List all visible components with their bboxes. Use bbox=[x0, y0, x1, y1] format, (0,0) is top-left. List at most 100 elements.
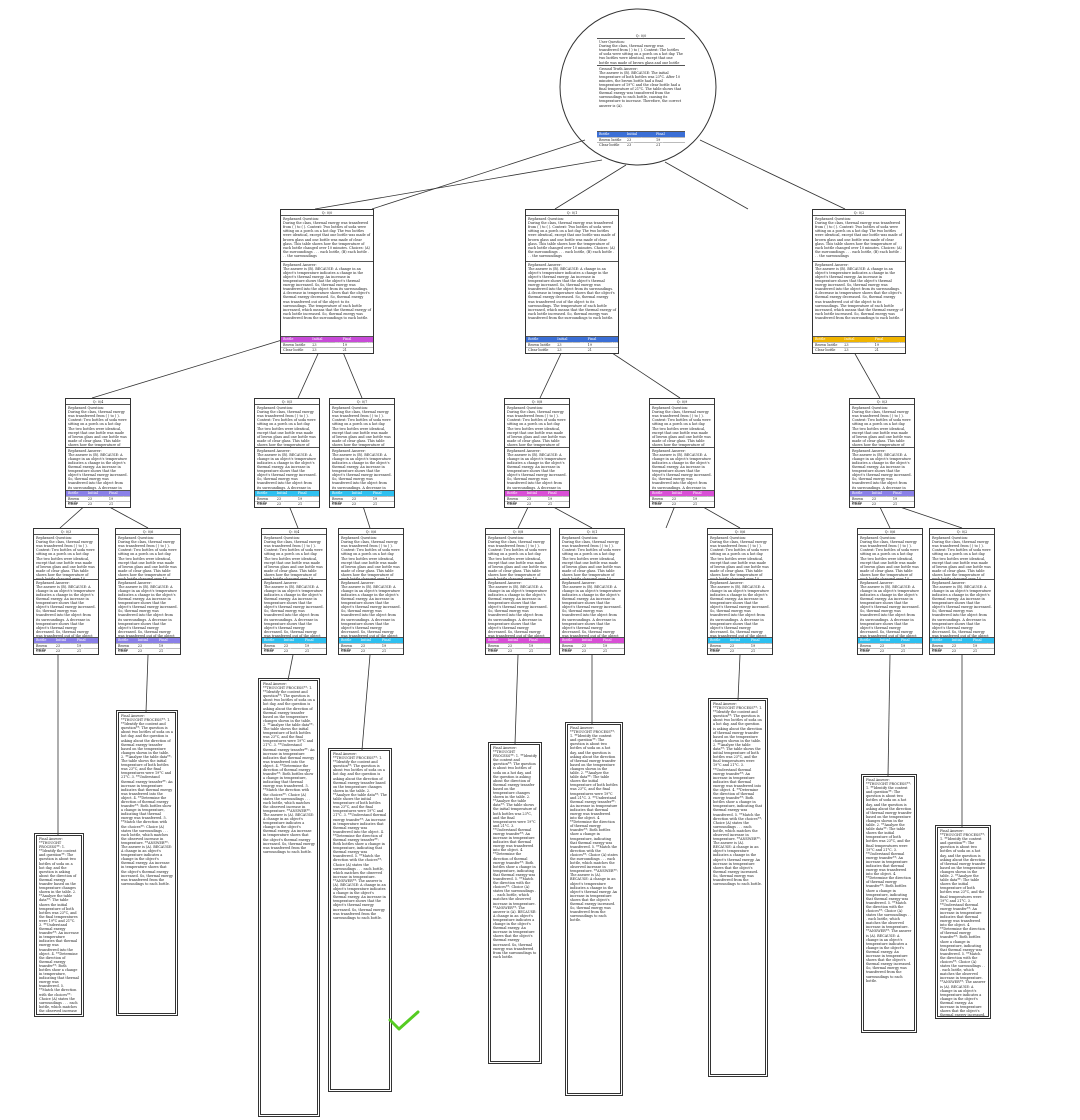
table-header-cell: Final temperature (°C) bbox=[76, 638, 99, 652]
table-row: Brown bottle 23 19 bbox=[708, 642, 772, 652]
final-answer-leaf[interactable]: Final Answer: **THOUGHT PROCESS**: 1. **… bbox=[257, 677, 321, 1118]
edge bbox=[361, 654, 371, 751]
edge bbox=[699, 139, 846, 210]
data-table: Bottle Initial temperature (°C) Final te… bbox=[858, 637, 922, 654]
table-row: Clear bottle 23 21 bbox=[505, 501, 569, 507]
table-row: Brown bottle 23 19 bbox=[813, 341, 905, 348]
table-header-cell: Final temperature (°C) bbox=[972, 638, 995, 652]
node-q-0-0[interactable]: Q: 0/0 Rephrased Question: During the cl… bbox=[280, 209, 374, 354]
table-cell: 23 bbox=[55, 643, 61, 648]
final-answer-leaf[interactable]: Final Answer: **THOUGHT PROCESS**: 1. **… bbox=[487, 741, 543, 1065]
table-cell: 19 bbox=[692, 496, 698, 501]
final-answer-leaf[interactable]: Final Answer: **THOUGHT PROCESS**: 1. **… bbox=[564, 721, 624, 1097]
table-header-cell: Initial temperature (°C) bbox=[312, 337, 342, 346]
data-table: Bottle Initial temperature (°C) Final te… bbox=[708, 637, 772, 654]
node-question: Rephrased Question: During the class, th… bbox=[850, 405, 914, 448]
table-header-cell: Bottle bbox=[264, 638, 275, 643]
final-answer-leaf[interactable]: Final Answer: **THOUGHT PROCESS**: 1. **… bbox=[707, 697, 769, 1078]
node-level3[interactable]: Q: 0/6 Rephrased Question: During the cl… bbox=[115, 528, 181, 655]
table-cell: 21 bbox=[528, 649, 534, 654]
table-cell: 21 bbox=[655, 143, 661, 148]
final-answer-leaf[interactable]: Final Answer: **THOUGHT PROCESS**: 1. **… bbox=[33, 832, 85, 1018]
node-q-0-1[interactable]: Q: 0/1 Rephrased Question: During the cl… bbox=[525, 209, 619, 354]
table-header-cell: Final temperature (°C) bbox=[900, 638, 923, 652]
final-answer-leaf[interactable]: Final Answer: **THOUGHT PROCESS**: 1. **… bbox=[860, 773, 918, 1034]
node-level3[interactable]: Q: 0/6 Rephrased Question: During the cl… bbox=[338, 528, 404, 655]
node-level3[interactable]: Q: 0/8 Rephrased Question: During the cl… bbox=[485, 528, 551, 655]
table-cell: 19 bbox=[342, 342, 347, 347]
table-row: Clear bottle 23 21 bbox=[339, 648, 403, 654]
table-cell: 23 bbox=[557, 342, 562, 347]
table-header-cell: Bottle bbox=[852, 491, 863, 496]
node-level3[interactable]: Q: 0/6 Rephrased Question: During the cl… bbox=[857, 528, 923, 655]
table-cell: 23 bbox=[526, 496, 532, 501]
node-question: Rephrased Question: During the class, th… bbox=[858, 535, 922, 580]
node-answer: Rephrased Answer: The answer is (B). BEC… bbox=[507, 448, 567, 491]
node-level3[interactable]: Q: 0/6 Rephrased Question: During the cl… bbox=[707, 528, 773, 655]
table-row: Brown bottle 23 19 bbox=[339, 642, 403, 652]
table-cell: 23 bbox=[55, 649, 61, 654]
table-cell: Clear bottle bbox=[68, 502, 78, 507]
node-q-0-7[interactable]: Q: 0/7 Rephrased Question: During the cl… bbox=[329, 398, 395, 508]
node-id: Q: 0/2 bbox=[930, 529, 994, 536]
node-q-0-5[interactable]: Q: 0/5 Rephrased Question: During the cl… bbox=[254, 398, 320, 508]
table-cell: 21 bbox=[900, 649, 906, 654]
table-row: Clear bottle 23 21 bbox=[708, 648, 772, 654]
table-cell: 19 bbox=[158, 643, 164, 648]
table-row: Clear bottle 23 21 bbox=[116, 648, 180, 654]
node-answer: Rephrased Answer: The answer is (B). BEC… bbox=[815, 262, 903, 320]
node-level3[interactable]: Q: 0/4 Rephrased Question: During the cl… bbox=[261, 528, 327, 655]
node-id: Q: 0/2 bbox=[813, 210, 905, 217]
data-table: Bottle Initial temperature (°C) Final te… bbox=[486, 637, 550, 654]
table-header-cell: Final temperature (°C) bbox=[655, 132, 678, 146]
table-header-cell: Initial temperature (°C) bbox=[507, 638, 530, 652]
node-q-0-2[interactable]: Q: 0/2 Rephrased Question: During the cl… bbox=[812, 209, 906, 354]
table-header-cell: Final temperature (°C) bbox=[892, 491, 915, 505]
node-q-0-4[interactable]: Q: 0/4 Rephrased Question: During the cl… bbox=[65, 398, 131, 508]
node-level3[interactable]: Q: 0/1 Rephrased Question: During the cl… bbox=[559, 528, 625, 655]
table-cell: Brown bottle bbox=[932, 643, 944, 653]
table-header: Bottle Initial temperature (°C) Final te… bbox=[813, 337, 905, 346]
table-row: Clear bottle 23 21 bbox=[34, 648, 98, 654]
table-cell: 23 bbox=[351, 502, 357, 507]
node-q-0-8[interactable]: Q: 0/8 Rephrased Question: During the cl… bbox=[504, 398, 570, 508]
node-answer: Rephrased Answer: The answer is (B). BEC… bbox=[257, 448, 317, 491]
table-header-cell: Initial temperature (°C) bbox=[55, 638, 78, 652]
table-row: Brown bottle 23 19 bbox=[650, 495, 714, 505]
table-cell: 21 bbox=[874, 348, 879, 353]
node-id: Q: 0/9 bbox=[650, 399, 714, 406]
final-answer-leaf[interactable]: Final Answer: **THOUGHT PROCESS**: 1. **… bbox=[327, 747, 393, 1093]
table-cell: Brown bottle bbox=[562, 643, 574, 653]
table-header-cell: Bottle bbox=[488, 638, 499, 643]
table-row: Clear bottle 23 21 bbox=[560, 648, 624, 654]
node-root[interactable]: Q: 0/0 User Question: During the class, … bbox=[597, 33, 685, 148]
final-answer-leaf[interactable]: Final Answer: **THOUGHT PROCESS**: 1. **… bbox=[115, 709, 179, 1017]
table-header: Bottle Initial temperature (°C) Final te… bbox=[850, 491, 915, 505]
table-cell: 19 bbox=[76, 643, 82, 648]
table-cell: Clear bottle bbox=[488, 649, 498, 654]
data-table: Bottle Initial temperature (°C) Final te… bbox=[813, 336, 905, 353]
table-cell: Clear bottle bbox=[528, 348, 549, 353]
table-header-cell: Bottle bbox=[562, 638, 573, 643]
node-id: Q: 0/1 bbox=[560, 529, 624, 536]
node-question: Rephrased Question: During the class, th… bbox=[330, 405, 394, 448]
table-header-cell: Initial temperature (°C) bbox=[137, 638, 160, 652]
edge bbox=[145, 654, 149, 713]
table-cell: 19 bbox=[750, 643, 756, 648]
final-answer-leaf[interactable]: Final Answer: **THOUGHT PROCESS**: 1. **… bbox=[934, 824, 992, 1020]
node-question: Rephrased Question: During the class, th… bbox=[262, 535, 326, 580]
node-q-0-9[interactable]: Q: 0/9 Rephrased Question: During the cl… bbox=[649, 398, 715, 508]
table-header-cell: Initial temperature (°C) bbox=[360, 638, 383, 652]
table-header: Bottle Initial temperature (°C) Final te… bbox=[505, 491, 569, 504]
node-answer: Rephrased Answer: The answer is (B). BEC… bbox=[36, 580, 96, 638]
table-row: Clear bottle 23 21 bbox=[281, 347, 373, 353]
table-cell: 23 bbox=[951, 643, 957, 648]
table-row: Clear bottle 23 21 bbox=[66, 501, 130, 507]
node-level3[interactable]: Q: 0/2 Rephrased Question: During the cl… bbox=[929, 528, 995, 655]
table-row: Brown bottle 23 19 bbox=[116, 642, 180, 652]
node-answer: Rephrased Answer: The answer is (B). BEC… bbox=[710, 580, 770, 638]
node-level3[interactable]: Q: 0/3 Rephrased Question: During the cl… bbox=[33, 528, 99, 655]
edge bbox=[514, 654, 519, 745]
node-q-0-3[interactable]: Q: 0/3 Rephrased Question: During the cl… bbox=[849, 398, 915, 508]
table-cell: Clear bottle bbox=[815, 348, 836, 353]
